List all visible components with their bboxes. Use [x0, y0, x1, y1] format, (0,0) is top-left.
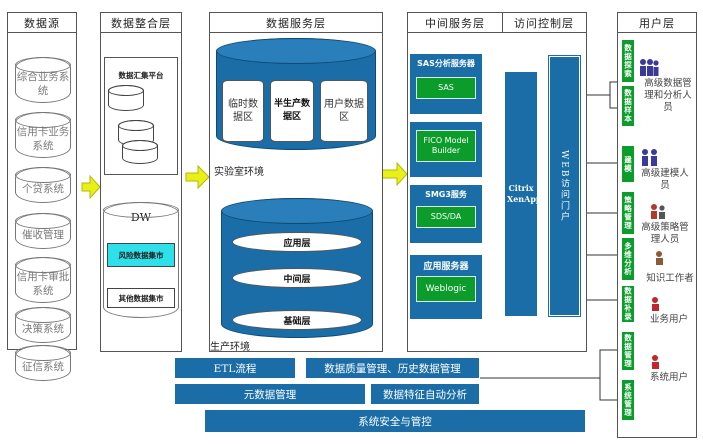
prod-layer-mid: 中间层 [232, 268, 362, 288]
user-label-business: 业务用户 [649, 314, 688, 325]
func-data-mgmt[interactable]: 数据管理 [622, 332, 634, 370]
knowledge-worker-icon [656, 251, 663, 265]
security-bar: 系统安全与管控 [205, 410, 585, 432]
platform-db-3 [122, 140, 158, 164]
middle-layer-title: 中间服务层 [425, 16, 485, 30]
dq-bar: 数据质量管理、历史数据管理 [306, 358, 479, 378]
source-system-1: 综合业务系统 [15, 57, 71, 103]
user-label-knowledge: 知识工作者 [646, 273, 694, 284]
meta-bar: 元数据管理 [175, 384, 365, 404]
func-data-sample[interactable]: 数据样本 [622, 86, 634, 126]
weblogic-node: Weblogic [416, 276, 476, 302]
lab-zone-1: 临时数据区 [222, 80, 264, 142]
etl-bar: ETL流程 [175, 358, 295, 378]
risk-mart-box: 风险数据集市 [107, 243, 175, 267]
business-user-icon [652, 297, 659, 311]
dw-label: DW [130, 211, 152, 224]
users-group-icon [640, 59, 659, 76]
func-sys-mgmt[interactable]: 系统管理 [622, 380, 634, 420]
strategists-icon [651, 204, 665, 219]
sas-node: SAS [416, 77, 476, 99]
sds-node: SDS/DA [416, 206, 476, 228]
web-portal-box: WEB访问门户 [548, 55, 581, 317]
user-label-system: 系统用户 [649, 372, 688, 383]
source-system-3: 个贷系统 [15, 167, 71, 203]
app-server-title: 应用服务器 [423, 262, 469, 272]
web-portal-label: WEB访问门户 [559, 149, 569, 223]
func-modeling[interactable]: 建模 [622, 146, 634, 182]
other-mart-box: 其他数据集市 [107, 288, 175, 308]
middle-layer-titles: 中间服务层 访问控制层 [408, 13, 586, 33]
access-layer-title: 访问控制层 [514, 16, 574, 30]
citrix-label: Citrix XenApp [507, 183, 542, 204]
func-olap[interactable]: 多维分析 [622, 238, 634, 280]
auto-analysis-bar: 数据特征自动分析 [371, 384, 479, 404]
func-data-explore[interactable]: 数据探索 [622, 40, 634, 82]
lab-zone-2: 半生产数据区 [270, 80, 314, 142]
user-label-strategists: 高级策略管理人员 [641, 222, 689, 245]
prod-layer-base: 基础层 [232, 310, 362, 330]
arrow-source-to-integration [81, 174, 101, 200]
user-label-analysts: 高级数据管理和分析人员 [644, 78, 692, 113]
source-system-4: 催收管理 [15, 213, 71, 249]
func-data-entry[interactable]: 数据补录 [622, 286, 634, 322]
source-system-6: 决策系统 [15, 307, 71, 343]
prod-env-label: 生产环境 [210, 342, 250, 353]
smg3-title: SMG3服务 [425, 190, 467, 199]
source-system-2: 信用卡业务系统 [15, 112, 71, 158]
system-user-icon [652, 355, 659, 369]
source-system-5: 信用卡审批系统 [15, 257, 71, 303]
prod-layer-app: 应用层 [232, 232, 362, 252]
func-strategy[interactable]: 策略管理 [622, 192, 634, 234]
arrow-integration-to-dataservice [185, 164, 210, 190]
modelers-icon [642, 149, 657, 166]
citrix-box: Citrix XenApp [505, 72, 542, 316]
sas-server-title: SAS分析服务器 [417, 59, 475, 68]
dataservice-layer-title: 数据服务层 [210, 13, 382, 33]
lab-zone-3: 用户数据区 [320, 80, 368, 142]
lab-env-label: 实验室环境 [214, 167, 264, 178]
fico-node: FICO Model Builder [416, 130, 476, 162]
arrow-dataservice-to-middle [381, 161, 408, 187]
platform-db-1 [108, 85, 144, 111]
source-system-7: 征信系统 [15, 345, 71, 381]
user-layer-title: 用户层 [618, 13, 696, 33]
source-layer-title: 数据源 [8, 13, 76, 33]
user-label-modelers: 高级建模人员 [641, 168, 689, 191]
platform-label: 数据汇集平台 [118, 71, 164, 80]
integration-layer-title: 数据整合层 [101, 13, 181, 33]
